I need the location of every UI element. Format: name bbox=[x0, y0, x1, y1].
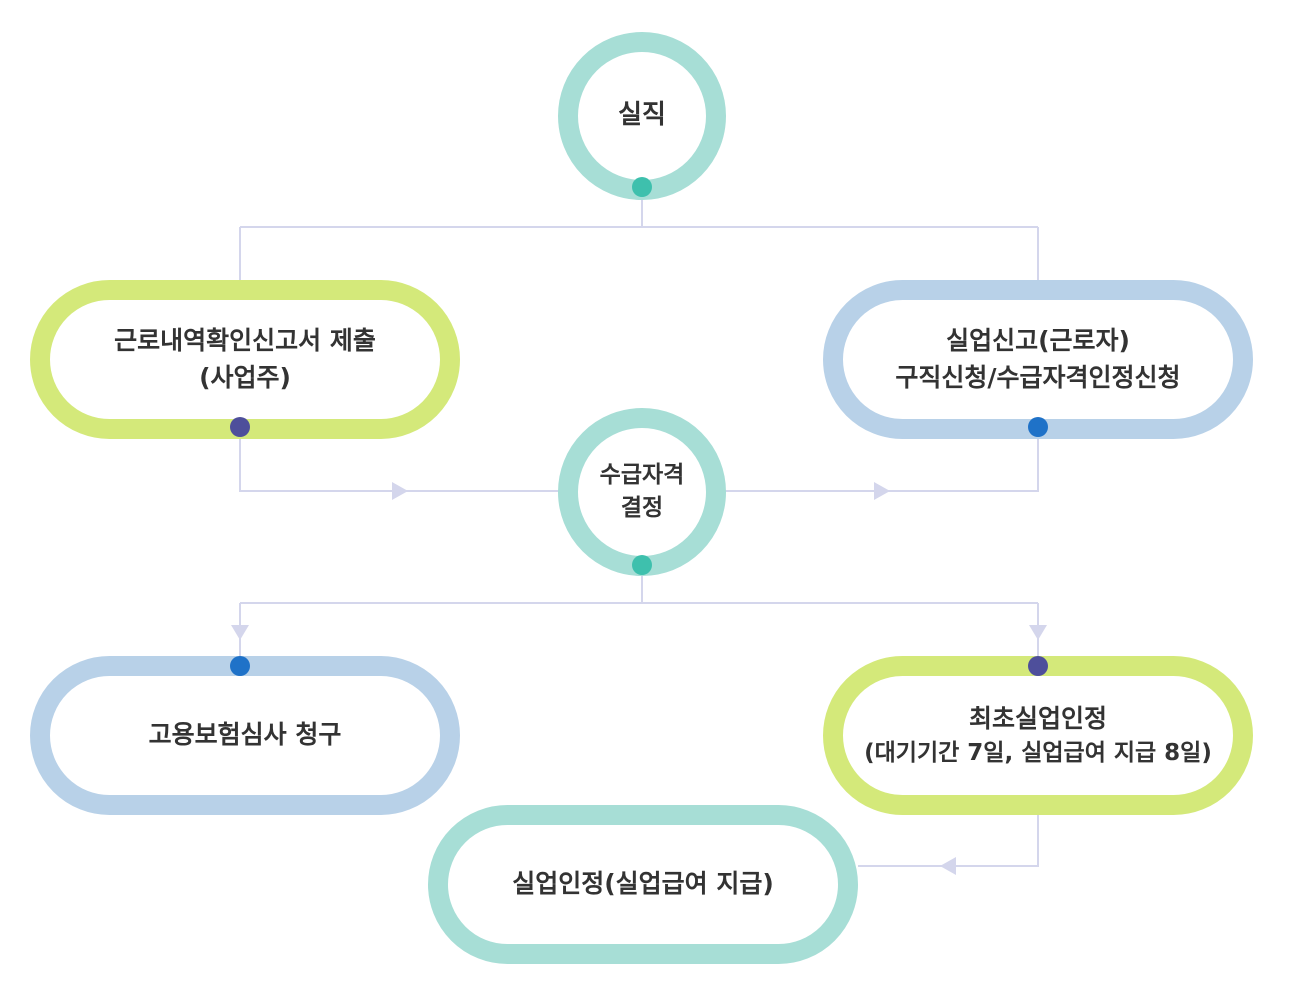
node-unemployment-label: 실직 bbox=[618, 100, 666, 131]
arrow-right-right bbox=[874, 482, 890, 500]
connector-first-to-final bbox=[858, 812, 1039, 867]
connector-report-to-decision bbox=[239, 436, 560, 492]
node-recognition-payment-label: 실업인정(실업급여 지급) bbox=[512, 869, 774, 899]
node-eligibility-decision-line1: 수급자격 bbox=[599, 461, 685, 488]
node-worker-application-line1: 실업신고(근로자) bbox=[946, 326, 1130, 356]
node-first-recognition-line1: 최초실업인정 bbox=[968, 703, 1107, 733]
node-first-recognition: 최초실업인정 (대기기간 7일, 실업급여 지급 8일) bbox=[823, 656, 1253, 815]
node-first-recognition-line2: (대기기간 7일, 실업급여 지급 8일) bbox=[864, 739, 1212, 766]
node-worker-application: 실업신고(근로자) 구직신청/수급자격인정신청 bbox=[823, 280, 1253, 439]
connector-decision-to-apply bbox=[724, 436, 1039, 492]
node-worker-application-line2: 구직신청/수급자격인정신청 bbox=[895, 362, 1181, 392]
connector-dot bbox=[1028, 417, 1048, 437]
connector-dot bbox=[230, 656, 250, 676]
connector-dot bbox=[230, 417, 250, 437]
arrow-right-left bbox=[392, 482, 408, 500]
node-eligibility-decision-line2: 결정 bbox=[620, 495, 664, 521]
node-insurance-review: 고용보험심사 청구 bbox=[30, 656, 460, 815]
node-employer-report-line1: 근로내역확인신고서 제출 bbox=[114, 326, 376, 356]
connector-dot bbox=[632, 555, 652, 575]
arrow-down-left bbox=[231, 625, 249, 640]
node-unemployment: 실직 bbox=[558, 32, 726, 200]
arrow-left-bottom bbox=[940, 857, 956, 875]
node-recognition-payment: 실업인정(실업급여 지급) bbox=[428, 805, 858, 964]
connector-start-split bbox=[239, 197, 1039, 282]
node-insurance-review-label: 고용보험심사 청구 bbox=[148, 720, 342, 750]
connector-decision-split bbox=[239, 575, 1039, 656]
connector-dot bbox=[1028, 656, 1048, 676]
node-employer-report: 근로내역확인신고서 제출 (사업주) bbox=[30, 280, 460, 439]
node-employer-report-line2: (사업주) bbox=[199, 362, 291, 392]
node-eligibility-decision: 수급자격 결정 bbox=[558, 408, 726, 576]
arrow-down-right bbox=[1029, 625, 1047, 640]
connector-dot bbox=[632, 177, 652, 197]
